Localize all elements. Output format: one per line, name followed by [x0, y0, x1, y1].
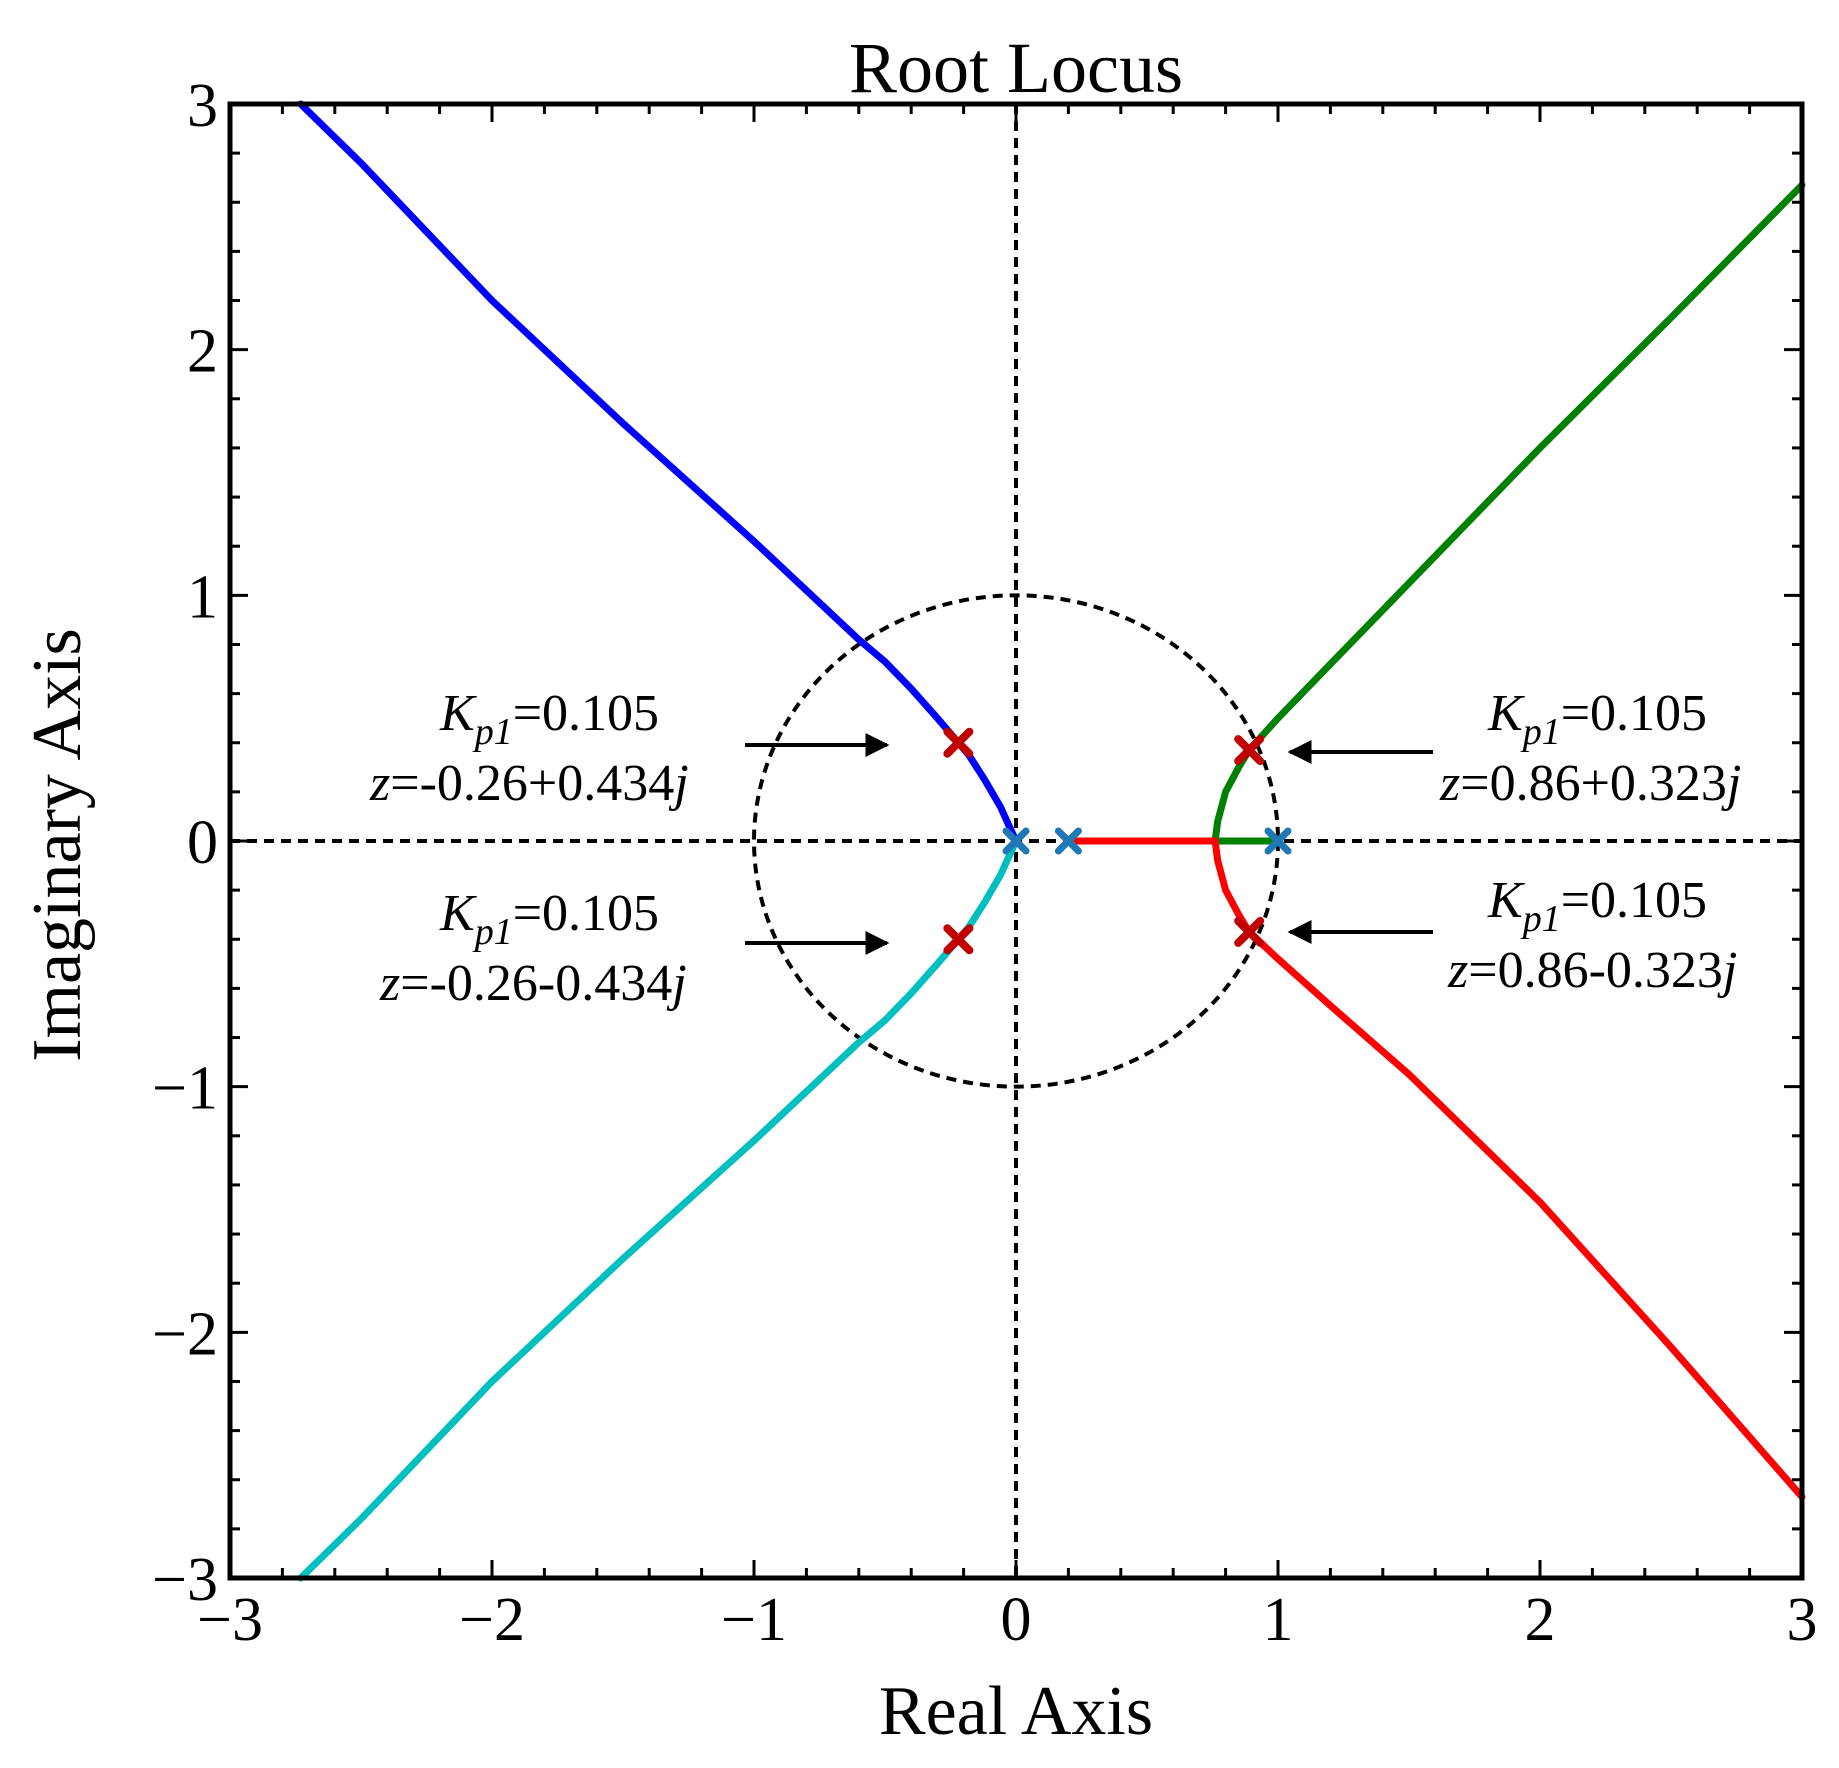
annotation-upper-left-k: K — [439, 685, 477, 742]
open-loop-pole-2 — [1264, 827, 1292, 855]
svg-text:z=0.86+0.323j: z=0.86+0.323j — [1439, 755, 1741, 812]
y-tick-label: 2 — [187, 318, 218, 386]
annotation-lower-right-z: z — [1447, 942, 1468, 999]
annotation-lower-left-value: =-0.26-0.434 — [400, 955, 672, 1012]
y-tick-label: 3 — [187, 72, 218, 140]
x-tick-label: −2 — [459, 1586, 525, 1654]
gain-point-0 — [943, 727, 974, 758]
locus-branch-1 — [297, 837, 1020, 1582]
x-tick-label: −3 — [197, 1586, 263, 1654]
annotation-upper-right: Kp1=0.105 z=0.86+0.323j — [1287, 685, 1741, 812]
x-tick-label: 1 — [1263, 1586, 1294, 1654]
svg-text:Kp1=0.105: Kp1=0.105 — [439, 685, 659, 753]
annotation-lower-left: Kp1=0.105 z=-0.26-0.434j — [379, 885, 890, 1012]
x-tick-label: 0 — [1001, 1586, 1032, 1654]
annotation-upper-right-gain: =0.105 — [1561, 685, 1707, 742]
gain-point-1 — [943, 924, 974, 955]
svg-text:z=0.86-0.323j: z=0.86-0.323j — [1447, 942, 1737, 999]
annotation-upper-left: Kp1=0.105 z=-0.26+0.434j — [369, 685, 890, 812]
svg-text:Kp1=0.105: Kp1=0.105 — [1487, 685, 1707, 753]
y-tick-label: 0 — [187, 809, 218, 877]
annotation-upper-left-sub: p1 — [472, 711, 513, 753]
y-tick-label: 1 — [187, 563, 218, 631]
y-tick-label: −1 — [152, 1055, 218, 1123]
annotation-upper-right-z: z — [1439, 755, 1460, 812]
svg-text:z=-0.26-0.434j: z=-0.26-0.434j — [379, 955, 687, 1012]
annotation-lower-right-k: K — [1487, 872, 1525, 929]
annotation-lower-right: Kp1=0.105 z=0.86-0.323j — [1287, 872, 1737, 999]
annotation-lower-left-j: j — [666, 955, 686, 1012]
annotation-lower-left-k: K — [439, 885, 477, 942]
gain-point-3 — [1234, 916, 1265, 947]
annotation-upper-left-gain: =0.105 — [513, 685, 659, 742]
svg-text:Kp1=0.105: Kp1=0.105 — [439, 885, 659, 953]
annotation-upper-right-sub: p1 — [1520, 711, 1561, 753]
open-loop-pole-1 — [1054, 827, 1082, 855]
annotation-lower-right-sub: p1 — [1520, 898, 1561, 940]
annotation-lower-left-gain: =0.105 — [513, 885, 659, 942]
y-axis-label: Imaginary Axis — [19, 628, 96, 1062]
pole-markers — [943, 727, 1292, 955]
locus-branch-0 — [297, 100, 1020, 845]
chart-title: Root Locus — [849, 28, 1183, 108]
annotation-upper-left-z: z — [369, 755, 390, 812]
locus-branches — [297, 100, 1806, 1582]
y-tick-label: −2 — [152, 1300, 218, 1368]
annotation-upper-right-j: j — [1721, 755, 1741, 812]
x-tick-label: 2 — [1525, 1586, 1556, 1654]
y-tick-label: −3 — [152, 1546, 218, 1614]
annotation-upper-left-value: =-0.26+0.434 — [390, 755, 674, 812]
svg-text:z=-0.26+0.434j: z=-0.26+0.434j — [369, 755, 689, 812]
annotation-lower-right-gain: =0.105 — [1561, 872, 1707, 929]
annotation-upper-right-k: K — [1487, 685, 1525, 742]
plot-frame — [227, 101, 1805, 1581]
annotation-lower-right-j: j — [1717, 942, 1737, 999]
tick-labels: −3 −2 −1 0 1 2 3 −3 −2 −1 0 1 2 3 — [152, 72, 1817, 1654]
open-loop-pole-0 — [1002, 827, 1030, 855]
annotation-upper-right-value: =0.86+0.323 — [1460, 755, 1727, 812]
svg-text:Kp1=0.105: Kp1=0.105 — [1487, 872, 1707, 940]
x-tick-label: 3 — [1787, 1586, 1818, 1654]
annotation-lower-left-sub: p1 — [472, 911, 513, 953]
annotation-upper-left-j: j — [668, 755, 688, 812]
gain-point-2 — [1234, 735, 1265, 766]
locus-branch-3 — [1064, 837, 1806, 1501]
x-tick-label: −1 — [721, 1586, 787, 1654]
x-axis-label: Real Axis — [879, 1673, 1153, 1750]
annotation-lower-left-z: z — [379, 955, 400, 1012]
annotation-lower-right-value: =0.86-0.323 — [1468, 942, 1723, 999]
locus-branch-2 — [1211, 181, 1806, 845]
